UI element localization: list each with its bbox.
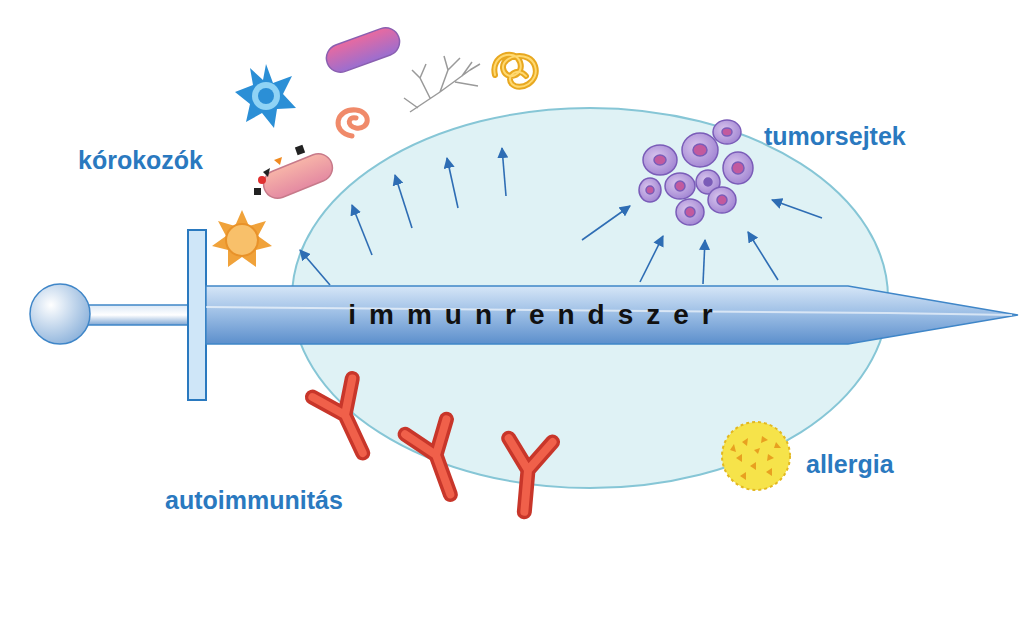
tumor-cells xyxy=(639,120,753,225)
fungus xyxy=(404,56,480,112)
rod-bacterium xyxy=(323,24,404,76)
pathogens xyxy=(212,24,536,267)
sword-blade: immunrendszer xyxy=(206,284,1018,346)
sword-label: immunrendszer xyxy=(348,299,726,331)
antibodies xyxy=(312,379,552,514)
virus-sun xyxy=(212,210,272,267)
pathogens-label: kórokozók xyxy=(78,146,203,175)
allergy-label: allergia xyxy=(806,450,894,479)
virus-star xyxy=(235,64,296,128)
bacterium xyxy=(259,150,336,203)
spiral-bacterium xyxy=(338,110,367,136)
tumor-label: tumorsejtek xyxy=(764,122,906,151)
autoimmunity-label: autoimmunitás xyxy=(165,486,343,515)
parasite xyxy=(494,55,535,87)
attack-arrows xyxy=(300,148,822,285)
sword-hilt xyxy=(30,230,206,400)
pollen xyxy=(722,422,790,490)
